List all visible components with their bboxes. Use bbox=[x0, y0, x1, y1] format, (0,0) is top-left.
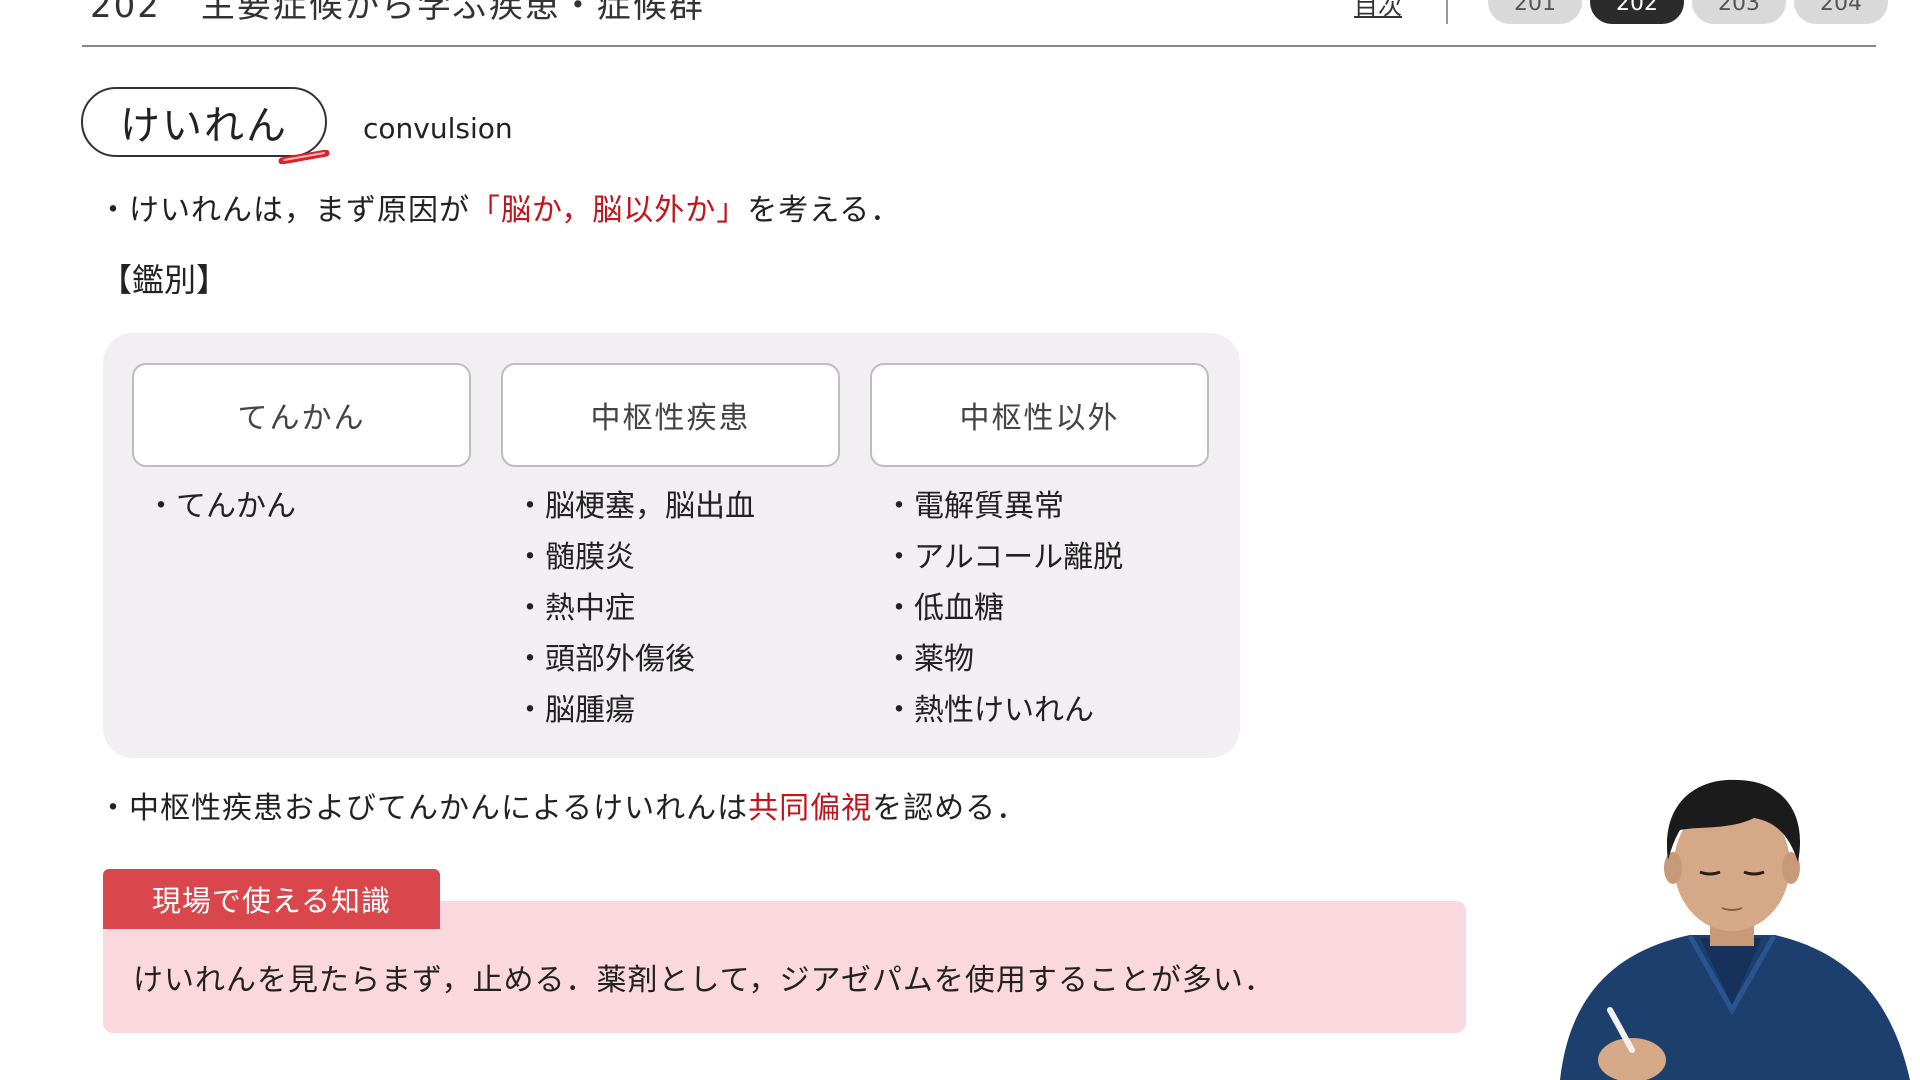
lecture-title: 主要症候から学ぶ疾患・症候群 bbox=[200, 0, 705, 26]
cause-bullet: ・けいれんは，まず原因が「脳か，脳以外か」を考える． bbox=[98, 185, 901, 229]
list-item: 脳梗塞，脳出血 bbox=[515, 481, 840, 532]
callout-label: 現場で使える知識 bbox=[103, 869, 440, 929]
list-item: アルコール離脱 bbox=[884, 532, 1209, 583]
diff-heading: 中枢性以外 bbox=[870, 363, 1209, 467]
gaze-bullet-suffix: を認める． bbox=[872, 791, 1028, 826]
tab-204[interactable]: 204 bbox=[1794, 0, 1888, 24]
diff-heading: 中枢性疾患 bbox=[501, 363, 840, 467]
toc-link[interactable]: 目次 bbox=[1354, 0, 1402, 20]
section-label-differential: 【鑑別】 bbox=[100, 261, 229, 299]
lecture-number: 202 bbox=[90, 0, 161, 26]
topic-title-pill: けいれん bbox=[81, 87, 327, 157]
red-pen-stroke-icon bbox=[278, 150, 330, 164]
diff-list: 電解質異常 アルコール離脱 低血糖 薬物 熱性けいれん bbox=[870, 481, 1209, 736]
list-item: 低血糖 bbox=[884, 583, 1209, 634]
gaze-bullet: ・中枢性疾患およびてんかんによるけいれんは共同偏視を認める． bbox=[98, 783, 1027, 827]
header-divider bbox=[1446, 0, 1448, 24]
topic-title-ja: けいれん bbox=[120, 103, 288, 149]
gaze-bullet-prefix: ・中枢性疾患およびてんかんによるけいれんは bbox=[98, 791, 749, 826]
diff-column-epilepsy: てんかん てんかん bbox=[132, 363, 471, 532]
cause-bullet-suffix: を考える． bbox=[747, 193, 902, 228]
cause-bullet-prefix: ・けいれんは，まず原因が bbox=[98, 193, 470, 228]
tab-202[interactable]: 202 bbox=[1590, 0, 1684, 24]
diff-list: 脳梗塞，脳出血 髄膜炎 熱中症 頭部外傷後 脳腫瘍 bbox=[501, 481, 840, 736]
tab-201[interactable]: 201 bbox=[1488, 0, 1582, 24]
diff-column-non-central: 中枢性以外 電解質異常 アルコール離脱 低血糖 薬物 熱性けいれん bbox=[870, 363, 1209, 736]
callout-text: けいれんを見たらまず，止める．薬剤として，ジアゼパムを使用することが多い． bbox=[133, 963, 1275, 998]
list-item: 薬物 bbox=[884, 634, 1209, 685]
diff-list: てんかん bbox=[132, 481, 471, 532]
differential-panel: てんかん てんかん 中枢性疾患 脳梗塞，脳出血 髄膜炎 熱中症 頭部外傷後 脳腫… bbox=[103, 333, 1240, 758]
lecture-header-title: 202 主要症候から学ぶ疾患・症候群 bbox=[90, 0, 705, 27]
presenter-video bbox=[1560, 779, 1910, 1080]
list-item: 熱性けいれん bbox=[884, 685, 1209, 736]
header-rule bbox=[82, 45, 1876, 47]
topic-title-en: convulsion bbox=[363, 112, 513, 145]
diff-column-central: 中枢性疾患 脳梗塞，脳出血 髄膜炎 熱中症 頭部外傷後 脳腫瘍 bbox=[501, 363, 840, 736]
list-item: 電解質異常 bbox=[884, 481, 1209, 532]
cause-bullet-highlight: 「脳か，脳以外か」 bbox=[470, 193, 748, 228]
diff-heading: てんかん bbox=[132, 363, 471, 467]
list-item: てんかん bbox=[146, 481, 471, 532]
tab-203[interactable]: 203 bbox=[1692, 0, 1786, 24]
list-item: 脳腫瘍 bbox=[515, 685, 840, 736]
list-item: 熱中症 bbox=[515, 583, 840, 634]
list-item: 髄膜炎 bbox=[515, 532, 840, 583]
gaze-bullet-highlight: 共同偏視 bbox=[748, 791, 873, 826]
list-item: 頭部外傷後 bbox=[515, 634, 840, 685]
